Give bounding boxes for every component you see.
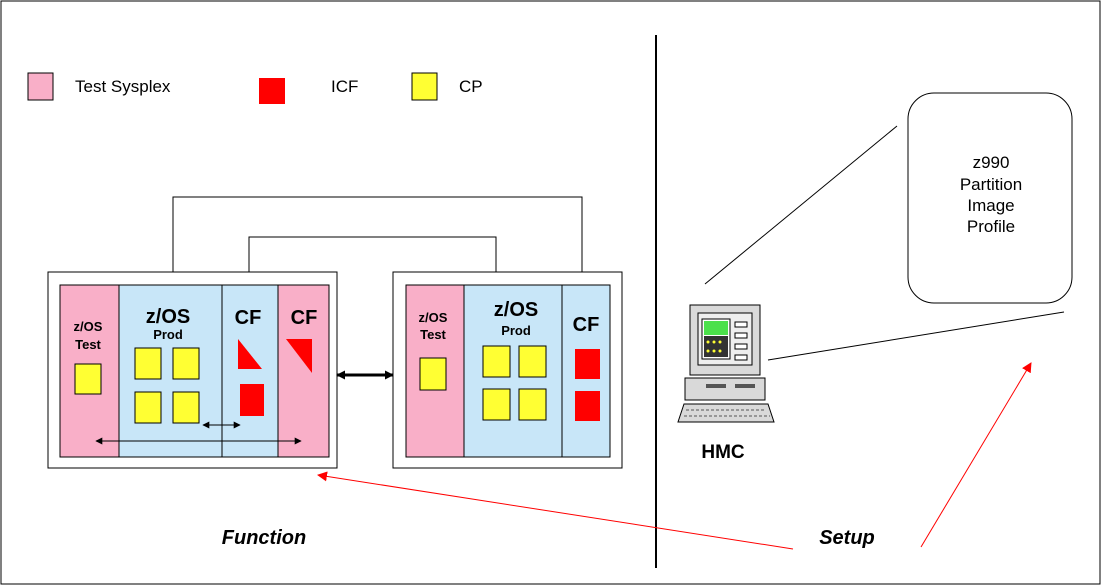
setup-caption: Setup xyxy=(819,527,875,549)
screen-dot xyxy=(718,340,722,344)
screen-dot xyxy=(712,340,716,344)
cec-1-prod-title: z/OS xyxy=(146,306,190,328)
system-unit xyxy=(684,377,766,401)
callout-line-lower xyxy=(767,311,1065,361)
cec-2-prod-title: z/OS xyxy=(494,299,538,321)
cec-2-prod-cp xyxy=(482,345,511,378)
connection-outer xyxy=(168,196,587,283)
profile-line-2: Partition xyxy=(960,175,1022,194)
cec-2-prod-cp xyxy=(482,388,511,421)
cec-2-prod-cp xyxy=(518,345,547,378)
cec-2-prod-cp xyxy=(518,388,547,421)
screen-button xyxy=(734,343,748,350)
drive-slot xyxy=(706,384,726,388)
screen-button xyxy=(734,321,748,328)
cec-1-prod-cp xyxy=(172,391,200,424)
cec-1-prod-cp xyxy=(172,347,200,380)
cec-1-test-label-line2: Test xyxy=(75,337,101,352)
legend-label-test-sysplex: Test Sysplex xyxy=(75,77,171,96)
legend-swatch-icf xyxy=(259,78,285,104)
legend-label-cp: CP xyxy=(459,77,483,96)
cec-1-cf-label: CF xyxy=(235,307,262,329)
cec-2-icf xyxy=(575,391,600,421)
monitor-screen-dark xyxy=(704,336,728,357)
cec-1: z/OS Test z/OS Prod CF CF xyxy=(47,271,338,469)
profile-line-3: Image xyxy=(967,196,1014,215)
cec-2-prod-sub: Prod xyxy=(501,323,531,338)
legend-swatch-test-sysplex xyxy=(27,72,54,101)
connection-inner xyxy=(244,236,501,283)
cec-1-cf2-label: CF xyxy=(291,307,318,329)
profile-line-1: z990 xyxy=(973,153,1010,172)
image-profile-box xyxy=(907,92,1073,304)
cec-1-test-cp xyxy=(74,363,102,395)
drive-slot xyxy=(735,384,755,388)
keyboard xyxy=(677,403,775,423)
legend-swatch-cp xyxy=(411,72,438,101)
cec-1-prod-cp xyxy=(134,391,162,424)
connection-lines xyxy=(168,196,587,283)
cec-2-icf xyxy=(575,349,600,379)
setup-arrow-to-hmc xyxy=(920,362,1032,548)
screen-dot xyxy=(718,349,722,353)
legend-label-icf: ICF xyxy=(331,77,358,96)
cec-1-icf xyxy=(240,384,264,416)
cec-1-test-partition xyxy=(59,284,120,458)
legend: Test Sysplex ICF CP xyxy=(27,72,483,104)
function-caption: Function xyxy=(222,527,306,549)
cec-2-test-cp xyxy=(419,357,447,391)
cec-1-icf2-partial xyxy=(286,339,312,373)
screen-button xyxy=(734,332,748,339)
cec-1-prod-sub: Prod xyxy=(153,327,183,342)
workstation-icon xyxy=(677,304,775,423)
cec-2-test-label-line1: z/OS xyxy=(419,310,448,325)
cec-1-prod-cp xyxy=(134,347,162,380)
setup-arrow-to-cec xyxy=(317,471,794,550)
cec-1-icf-partial xyxy=(238,339,262,369)
profile-line-4: Profile xyxy=(967,217,1015,236)
callout-line-upper xyxy=(704,125,898,285)
cec-2-cf-label: CF xyxy=(573,314,600,336)
screen-button xyxy=(734,354,748,361)
cec-1-test-label-line1: z/OS xyxy=(74,319,103,334)
screen-dot xyxy=(712,349,716,353)
cec-2-test-label-line2: Test xyxy=(420,327,446,342)
cec-2: z/OS Test z/OS Prod CF xyxy=(392,271,623,469)
monitor-screen-green xyxy=(704,321,728,335)
cec-1-cf2-partition xyxy=(277,284,330,458)
hmc-label: HMC xyxy=(701,442,745,463)
screen-dot xyxy=(706,340,710,344)
screen-dot xyxy=(706,349,710,353)
